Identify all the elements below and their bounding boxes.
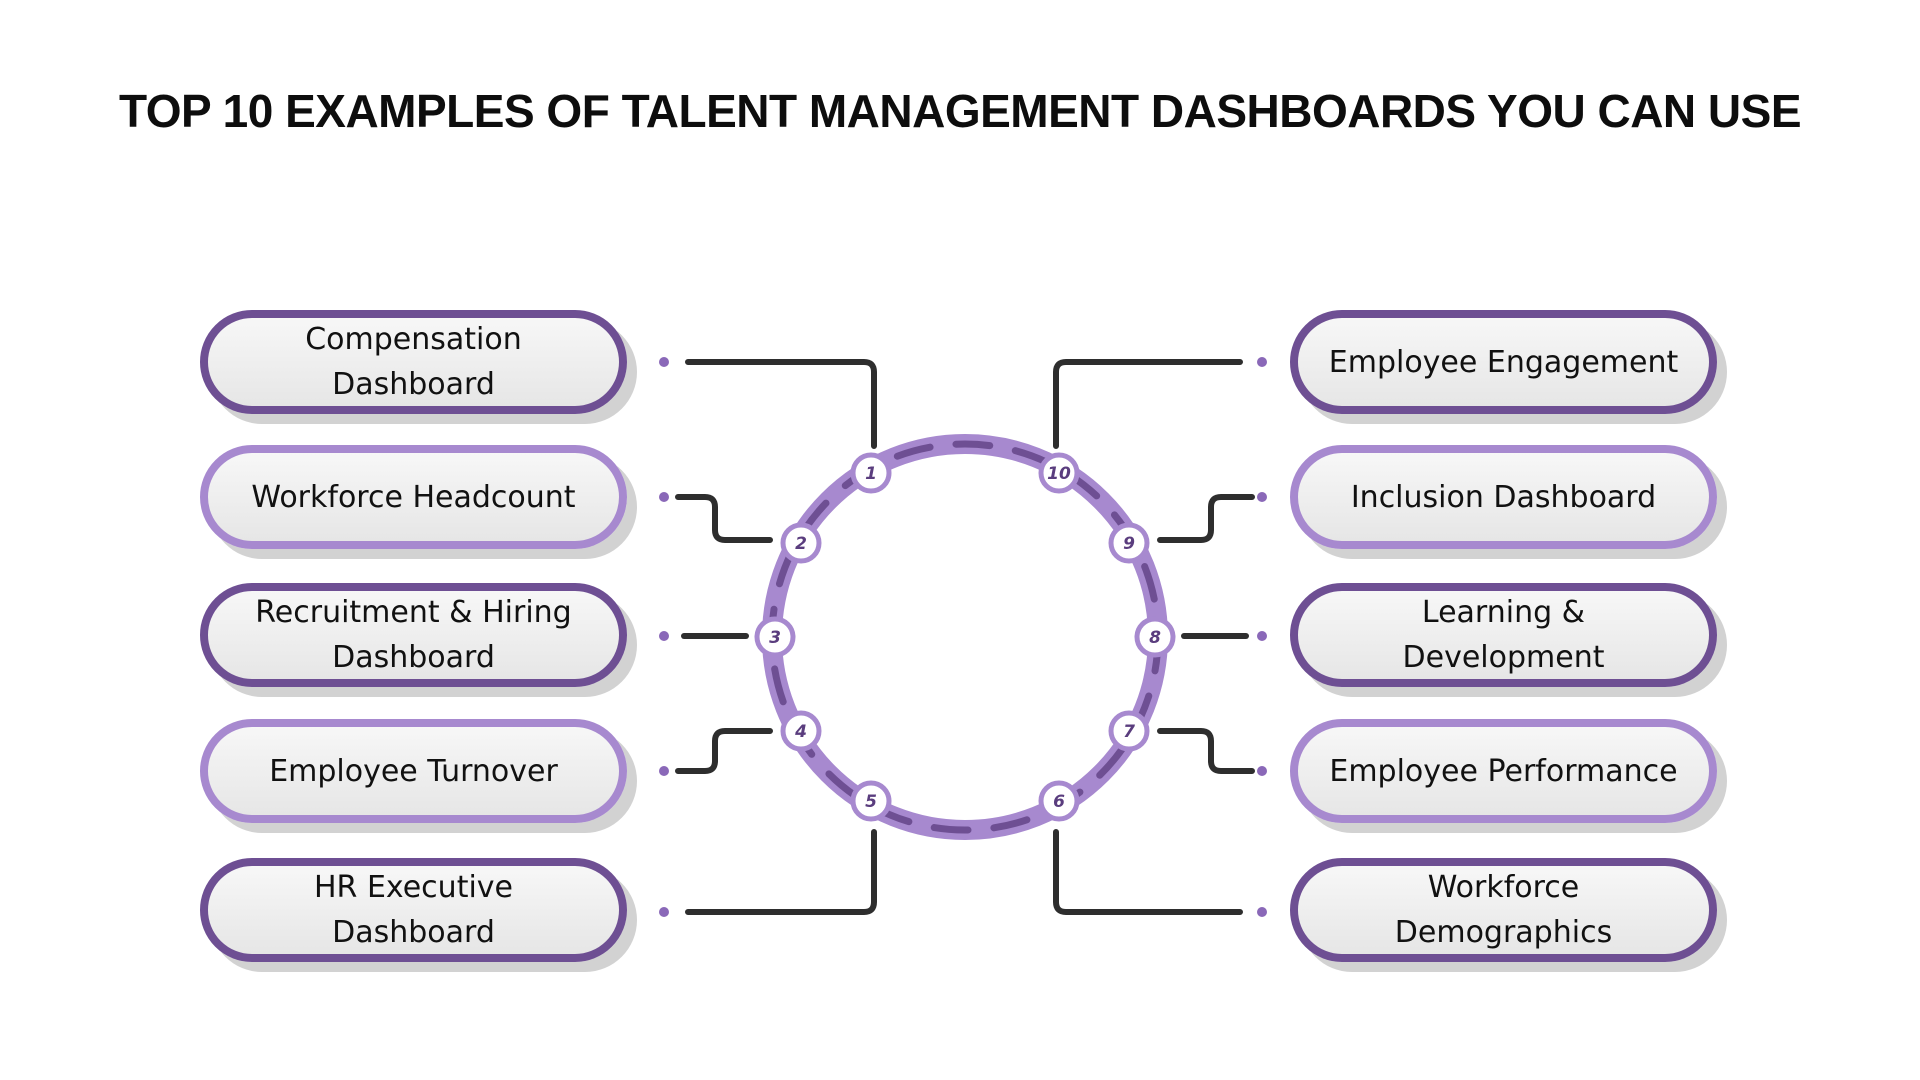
pill-recruitment-hiring-dashboard: Recruitment & Hiring Dashboard [200,583,627,687]
node-7: 7 [1108,710,1150,752]
dot-10 [1257,357,1267,367]
connector-4 [675,728,773,774]
connector-2 [675,494,773,543]
node-4-label: 4 [794,722,807,742]
connector-6 [1053,829,1243,915]
node-6: 6 [1038,780,1080,822]
dot-4 [659,766,669,776]
ring-nodes: 1 2 3 4 5 10 9 8 [754,452,1176,822]
pill-employee-engagement: Employee Engagement [1290,310,1717,414]
connector-10 [1053,359,1243,449]
dot-8 [1257,631,1267,641]
dot-6 [1257,907,1267,917]
connector-dots [659,357,1267,917]
pill-employee-turnover: Employee Turnover [200,719,627,823]
node-3-label: 3 [769,628,781,648]
node-8-label: 8 [1149,628,1161,648]
node-10-label: 10 [1047,464,1071,484]
pill-label: Employee Turnover [269,753,558,789]
node-5-label: 5 [865,792,877,812]
connector-9 [1157,494,1255,543]
dot-7 [1257,766,1267,776]
pill-label: HR Executive Dashboard [314,870,513,950]
pill-workforce-demographics: Workforce Demographics [1290,858,1717,962]
connector-5 [685,829,877,915]
pill-hr-executive-dashboard: HR Executive Dashboard [200,858,627,962]
node-10: 10 [1038,452,1080,494]
pill-learning-development: Learning & Development [1290,583,1717,687]
connectors [675,359,1255,915]
dot-5 [659,907,669,917]
pill-label: Recruitment & Hiring Dashboard [255,595,572,675]
pill-label: Learning & Development [1402,595,1605,675]
node-9: 9 [1108,522,1150,564]
connector-1 [685,359,877,449]
pill-compensation-dashboard: Compensation Dashboard [200,310,627,414]
connector-7 [1157,728,1255,774]
node-6-label: 6 [1053,792,1065,812]
pill-workforce-headcount: Workforce Headcount [200,445,627,549]
dot-1 [659,357,669,367]
node-9-label: 9 [1123,534,1135,554]
node-2: 2 [780,522,822,564]
pill-label: Workforce Demographics [1394,870,1613,950]
pill-inclusion-dashboard: Inclusion Dashboard [1290,445,1717,549]
dot-9 [1257,492,1267,502]
node-4: 4 [780,710,822,752]
pill-label: Compensation Dashboard [305,322,522,402]
pill-label: Inclusion Dashboard [1350,479,1657,515]
pill-label: Employee Engagement [1328,344,1679,380]
pill-employee-performance: Employee Performance [1290,719,1717,823]
dot-2 [659,492,669,502]
pill-label: Employee Performance [1329,753,1678,789]
node-1: 1 [850,452,892,494]
node-2-label: 2 [795,534,807,554]
central-ring [762,434,1168,840]
pill-label: Workforce Headcount [251,479,576,515]
dot-3 [659,631,669,641]
page-title: TOP 10 EXAMPLES OF TALENT MANAGEMENT DAS… [118,85,1802,137]
node-3: 3 [754,616,796,658]
node-8: 8 [1134,616,1176,658]
node-1-label: 1 [865,464,877,484]
node-7-label: 7 [1123,722,1135,742]
node-5: 5 [850,780,892,822]
